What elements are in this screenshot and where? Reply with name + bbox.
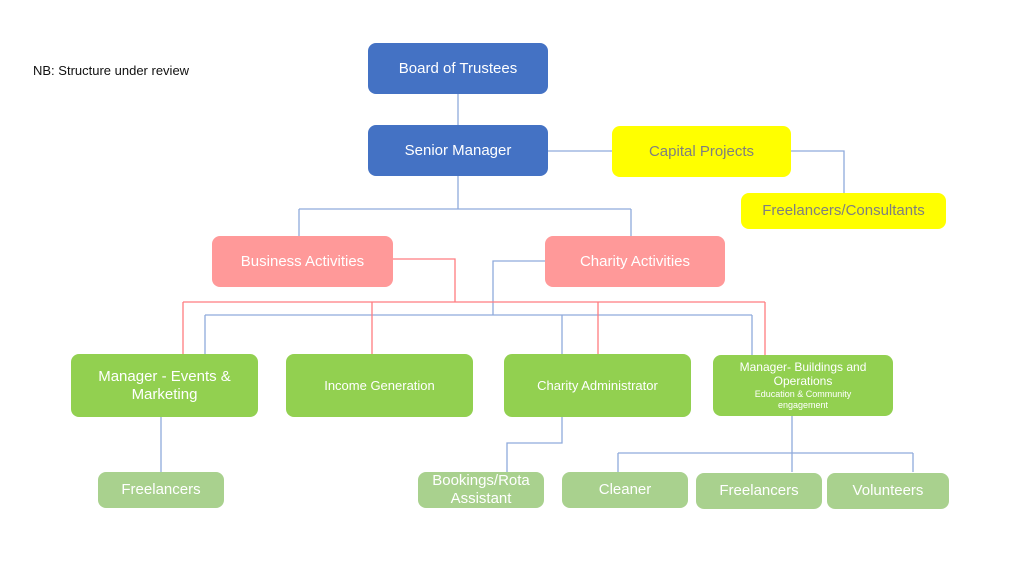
node-cleaner: Cleaner: [562, 472, 688, 508]
connector-charity-staff: [204, 260, 753, 355]
node-label: Manager - Events & Marketing: [98, 367, 231, 403]
connector-buildings-staff: [617, 416, 914, 472]
node-manager-buildings-operations: Manager- Buildings and Operations Educat…: [713, 355, 893, 416]
node-label: Business Activities: [240, 252, 365, 270]
node-manager-events-marketing: Manager - Events & Marketing: [71, 354, 258, 417]
node-label: Capital Projects: [648, 142, 755, 160]
node-volunteers: Volunteers: [827, 473, 949, 509]
node-freelancers-consultants: Freelancers/Consultants: [741, 193, 946, 229]
node-label: Income Generation: [324, 377, 435, 393]
node-label: Charity Activities: [579, 252, 691, 270]
node-business-activities: Business Activities: [212, 236, 393, 287]
node-board-of-trustees: Board of Trustees: [368, 43, 548, 94]
node-label: Freelancers/Consultants: [762, 202, 925, 219]
node-capital-projects: Capital Projects: [612, 126, 791, 177]
node-label: Freelancers: [121, 481, 201, 498]
node-label: Freelancers: [719, 482, 799, 499]
node-charity-administrator: Charity Administrator: [504, 354, 691, 417]
node-label: Bookings/Rota Assistant: [432, 472, 530, 507]
node-bookings-rota-assistant: Bookings/Rota Assistant: [418, 472, 544, 508]
node-sublabel: Education & Community engagement: [754, 388, 852, 410]
node-freelancers-buildings: Freelancers: [696, 473, 822, 509]
node-senior-manager: Senior Manager: [368, 125, 548, 176]
connector-capital-freelancers: [791, 150, 845, 193]
node-label: Volunteers: [852, 482, 924, 499]
node-freelancers-events: Freelancers: [98, 472, 224, 508]
node-label: Senior Manager: [404, 141, 512, 159]
node-label: Cleaner: [598, 481, 652, 498]
node-label: Board of Trustees: [398, 59, 518, 77]
node-income-generation: Income Generation: [286, 354, 473, 417]
connector-business-staff: [182, 258, 766, 355]
review-note: NB: Structure under review: [33, 63, 190, 78]
connector-senior-activities: [298, 176, 632, 236]
node-label: Manager- Buildings and Operations: [739, 359, 867, 389]
node-charity-activities: Charity Activities: [545, 236, 725, 287]
node-label: Charity Administrator: [537, 377, 658, 393]
connector-admin-bookings: [506, 417, 563, 472]
